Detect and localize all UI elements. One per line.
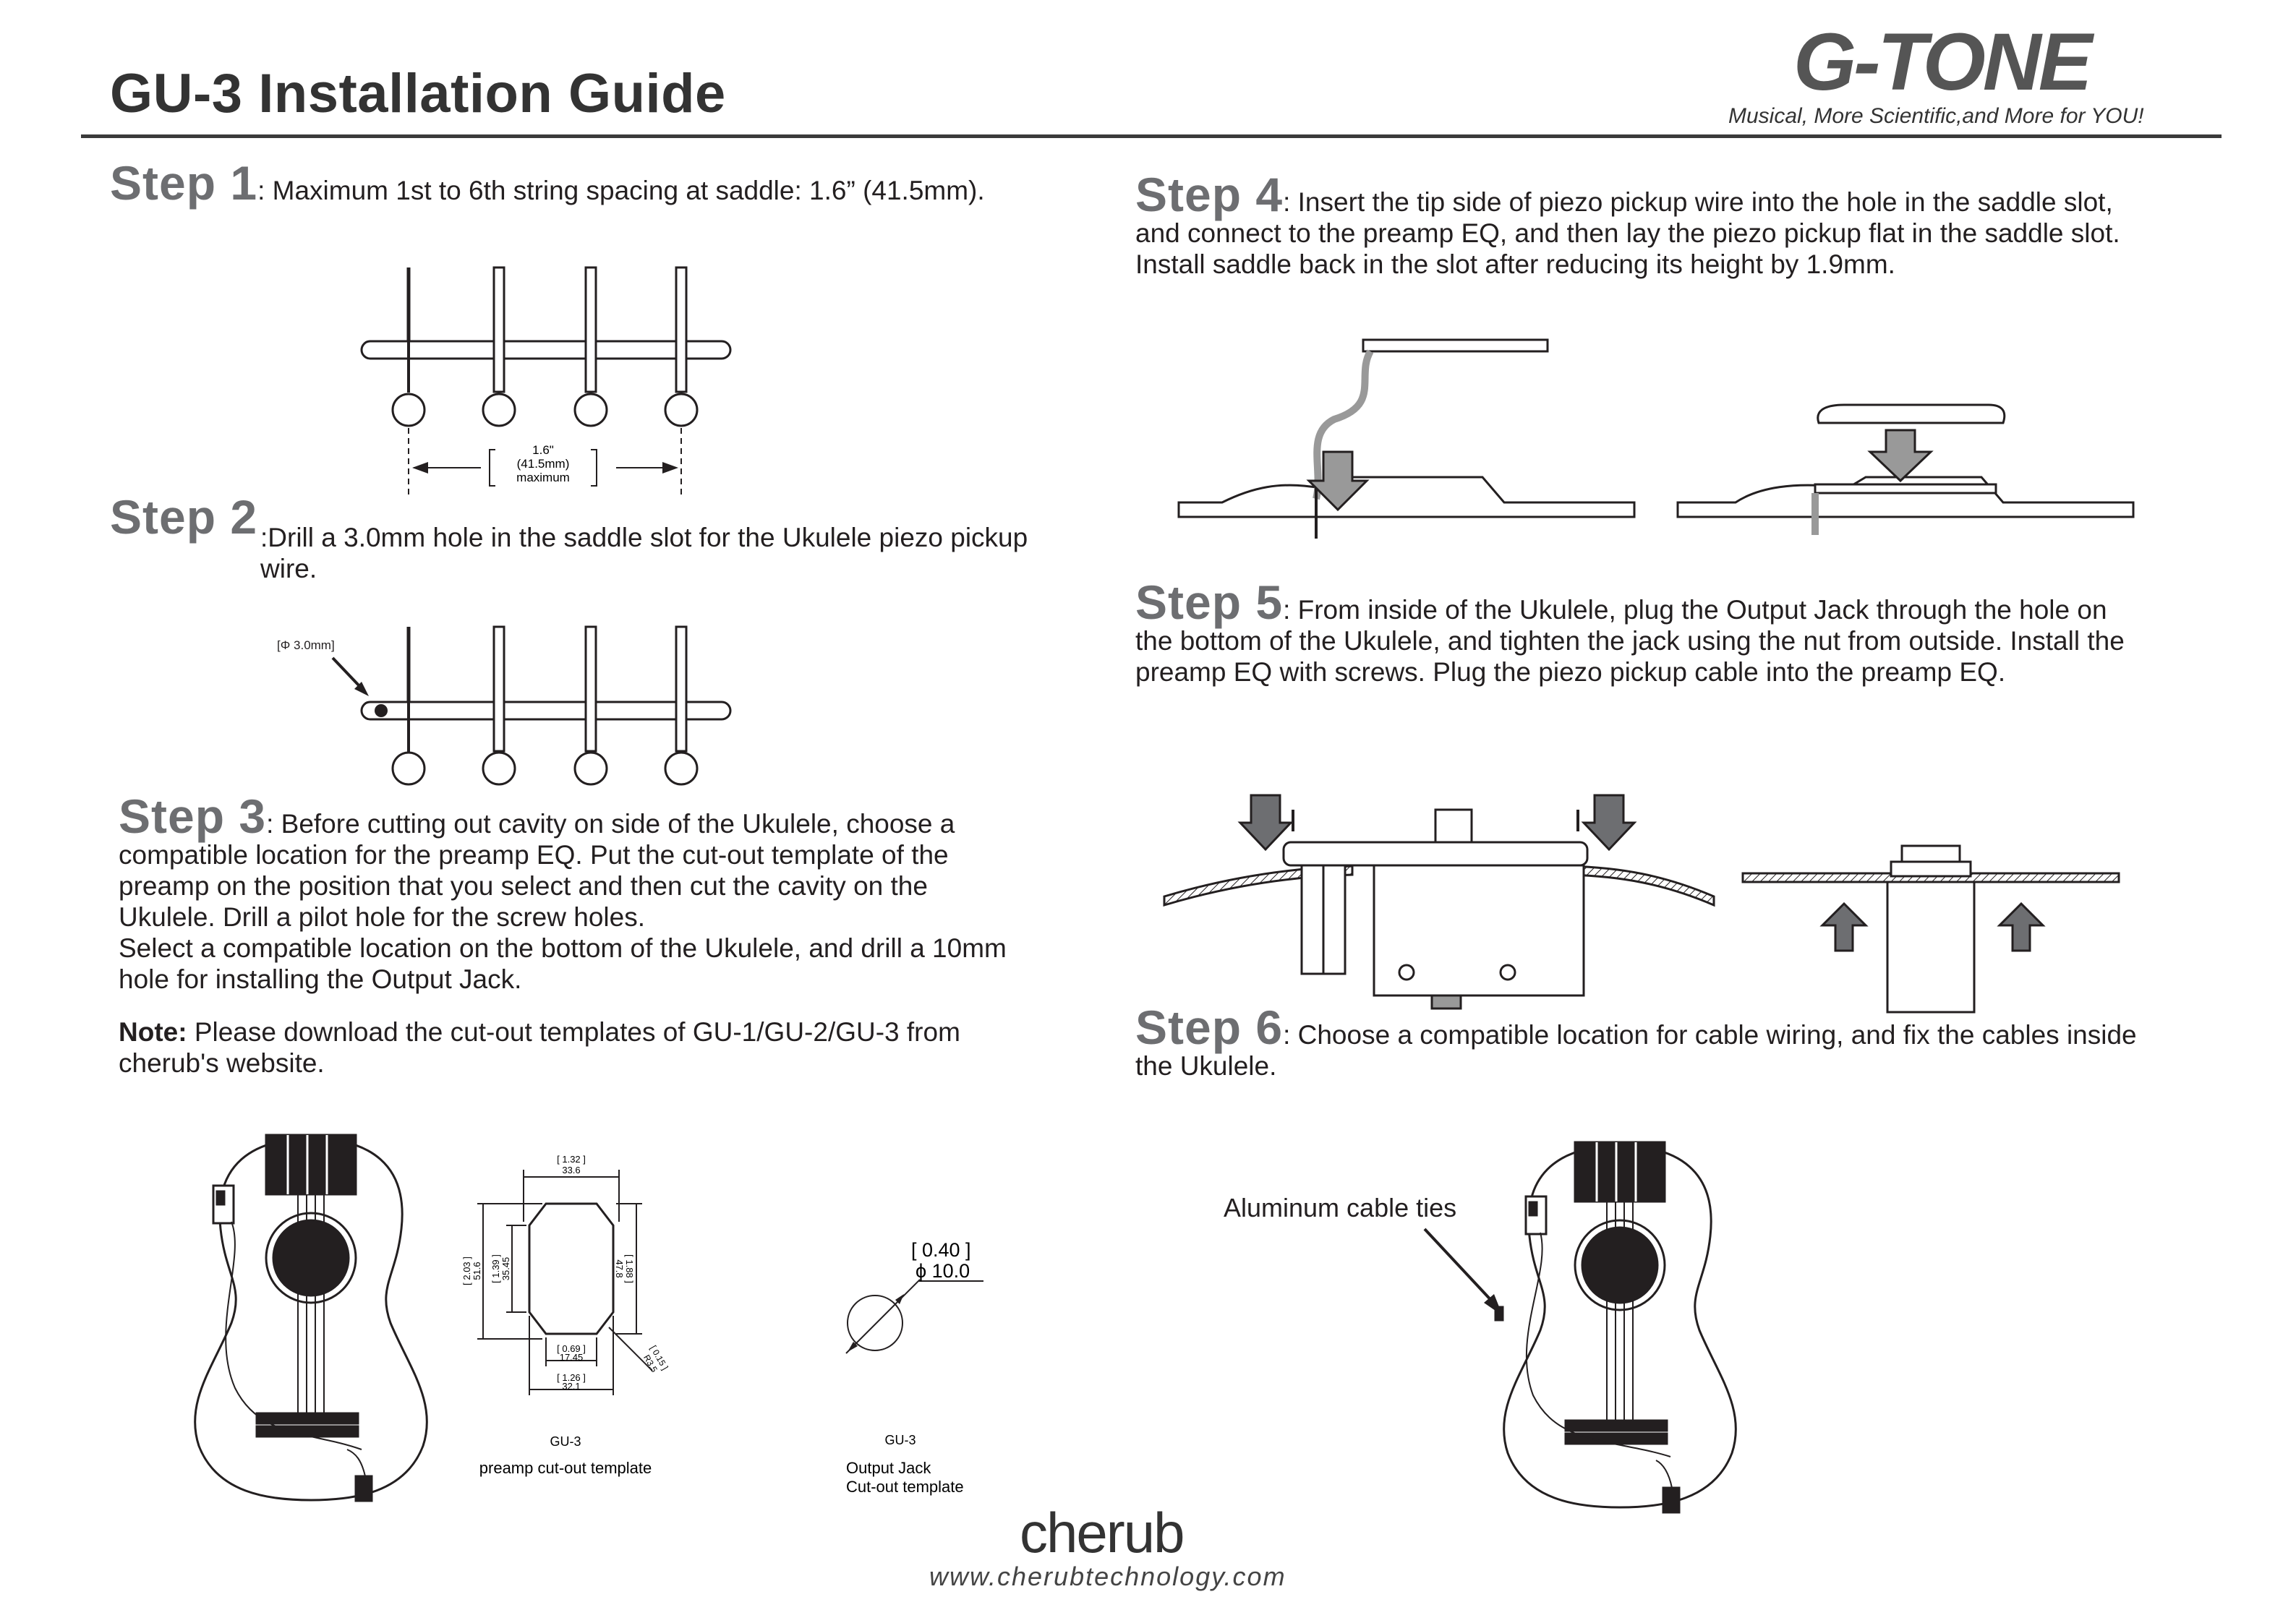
tpl-b-mm: 17.45	[560, 1352, 584, 1363]
note: Note: Please download the cut-out templa…	[119, 1016, 1023, 1079]
step-3: Step 3: Before cutting out cavity on sid…	[119, 792, 1023, 1079]
tpl-h-mm: 51.6	[471, 1262, 482, 1280]
tpl-b-in: [ 0.69 ]	[557, 1343, 586, 1354]
website-url[interactable]: www.cherubtechnology.com	[929, 1562, 1286, 1591]
step-3-text: : Before cutting out cavity on side of t…	[119, 809, 955, 932]
piezo-install-diagram	[1177, 338, 2135, 539]
step-6: Step 6: Choose a compatible location for…	[1135, 1003, 2148, 1082]
hole-dim-label: [Φ 3.0mm]	[277, 638, 335, 652]
drill-hole-diagram: [Φ 3.0mm]	[277, 625, 732, 786]
jack-caption-2: Cut-out template	[846, 1478, 964, 1496]
cherub-logo: cherub	[1020, 1501, 1185, 1564]
step-4-label: Step 4	[1135, 168, 1284, 221]
step-5-text: : From inside of the Ukulele, plug the O…	[1135, 595, 2125, 687]
step-6-text: : Choose a compatible location for cable…	[1135, 1020, 2137, 1081]
string-spacing-diagram: 1.6" (41.5mm) maximum	[360, 266, 732, 499]
step-1: Step 1: Maximum 1st to 6th string spacin…	[110, 159, 1072, 207]
step-2-text: :Drill a 3.0mm hole in the saddle slot f…	[260, 523, 1028, 583]
step-3-extra-text: Select a compatible location on the bott…	[119, 933, 1007, 994]
preamp-model: GU-3	[550, 1434, 581, 1449]
tpl-r-mm: 47.8	[614, 1259, 625, 1277]
preamp-cutout-template: [ 1.32 ] 33.6 [ 2.03 ] 51.6 [ 1.39 ] 35.…	[461, 1154, 670, 1477]
tpl-bb-mm: 32.1	[562, 1381, 580, 1392]
brand-logo: G-TONE	[1793, 17, 2093, 107]
header-divider	[81, 134, 2222, 138]
step-5: Step 5: From inside of the Ukulele, plug…	[1135, 578, 2148, 688]
tpl-h2-in: [ 1.39 ]	[490, 1254, 501, 1283]
spacing-inch-label: 1.6"	[532, 443, 554, 457]
step-1-label: Step 1	[110, 156, 258, 210]
jack-in: [ 0.40 ]	[911, 1239, 971, 1261]
jack-caption-1: Output Jack	[846, 1459, 931, 1477]
ukulele-preamp-illustration	[194, 1134, 428, 1502]
cable-wiring-illustration	[1423, 1141, 1737, 1514]
preamp-jack-install-diagram	[1163, 794, 2120, 1014]
cable-ties-label: Aluminum cable ties	[1224, 1193, 1457, 1222]
note-text: Please download the cut-out templates of…	[119, 1017, 960, 1078]
tpl-w-mm: 33.6	[562, 1165, 580, 1176]
drill-hole-marker	[375, 704, 388, 717]
step-2: Step 2:Drill a 3.0mm hole in the saddle …	[110, 490, 1050, 584]
tpl-h-in: [ 2.03 ]	[461, 1256, 472, 1285]
tpl-r-in: [ 1.88 ]	[624, 1254, 635, 1283]
spacing-max-label: maximum	[516, 471, 570, 484]
step-4-text: : Insert the tip side of piezo pickup wi…	[1135, 187, 2120, 279]
step-5-label: Step 5	[1135, 575, 1284, 629]
step-2-label: Step 2	[110, 490, 258, 544]
spacing-mm-label: (41.5mm)	[517, 457, 570, 471]
output-jack-template: [ 0.40 ] ϕ 10.0 GU-3 Output Jack Cut-out…	[845, 1239, 983, 1496]
step-6-label: Step 6	[1135, 1001, 1284, 1054]
step-4: Step 4: Insert the tip side of piezo pic…	[1135, 171, 2148, 280]
page-title: GU-3 Installation Guide	[110, 63, 726, 124]
note-label: Note:	[119, 1017, 187, 1047]
step-3-label: Step 3	[119, 789, 267, 843]
jack-mm: ϕ 10.0	[916, 1260, 970, 1282]
jack-model: GU-3	[884, 1433, 916, 1447]
step-1-text: : Maximum 1st to 6th string spacing at s…	[257, 176, 985, 205]
preamp-caption: preamp cut-out template	[479, 1459, 652, 1477]
tpl-bb-in: [ 1.26 ]	[557, 1372, 586, 1383]
brand-tagline: Musical, More Scientific,and More for YO…	[1728, 104, 2144, 128]
tpl-w-in: [ 1.32 ]	[557, 1154, 586, 1165]
tpl-h2-mm: 35.45	[500, 1257, 511, 1281]
